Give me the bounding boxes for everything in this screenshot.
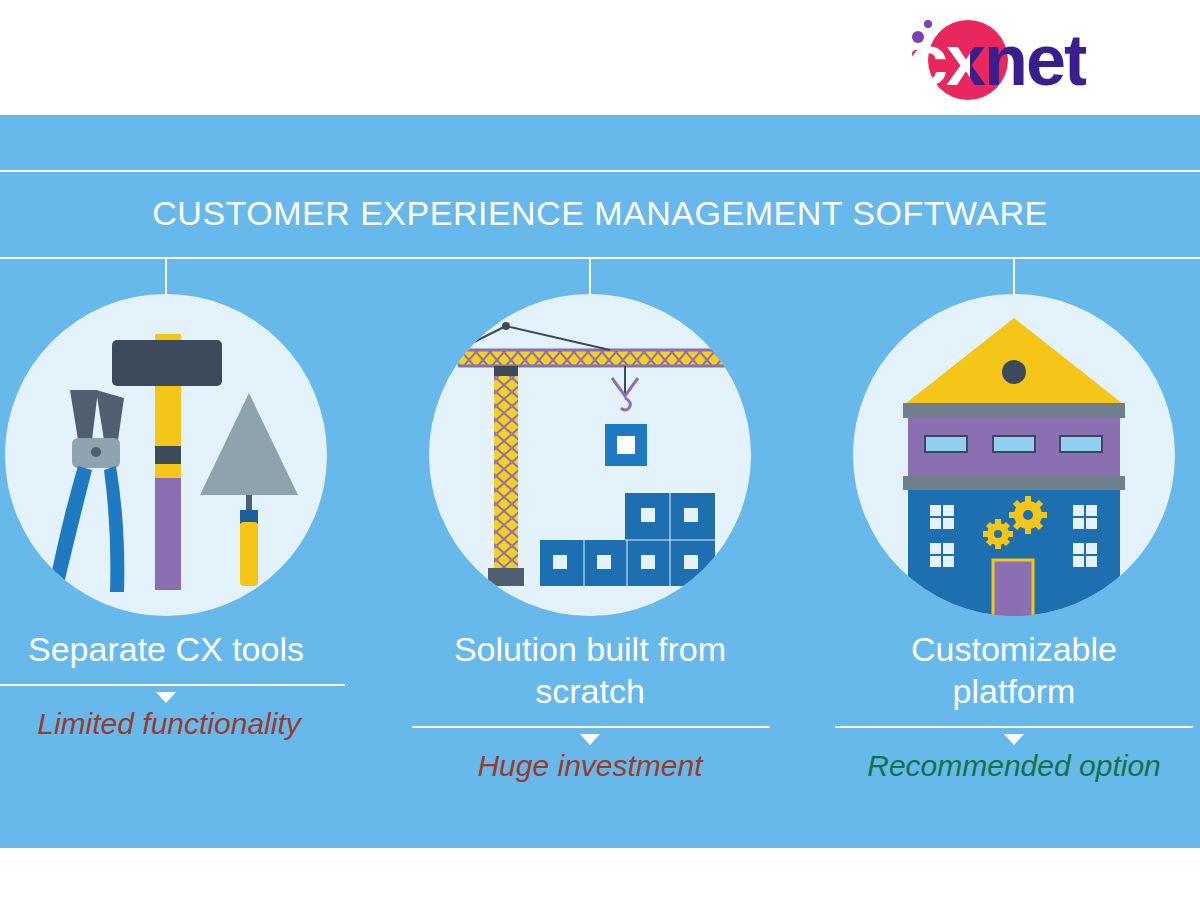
panel xyxy=(0,115,1200,848)
option-label: Solution built from scratch xyxy=(445,628,735,712)
option-label: Customizable platform xyxy=(869,628,1159,712)
tools-icon xyxy=(48,334,298,592)
option-verdict: Huge investment xyxy=(425,748,755,784)
pointer-triangle xyxy=(1004,734,1024,745)
platform-building-icon xyxy=(903,318,1125,620)
pointer-triangle xyxy=(156,692,176,703)
option-verdict: Recommended option xyxy=(849,748,1179,784)
option-node: Customizable platformRecommended option xyxy=(835,628,1193,784)
option-verdict: Limited functionality xyxy=(4,706,334,742)
crane-icon xyxy=(458,322,738,586)
pointer-triangle xyxy=(580,734,600,745)
separator-line xyxy=(412,726,770,728)
option-node: Separate CX toolsLimited functionality xyxy=(0,628,345,742)
option-node: Solution built from scratchHuge investme… xyxy=(412,628,770,784)
diagram-title: CUSTOMER EXPERIENCE MANAGEMENT SOFTWARE xyxy=(0,192,1200,234)
logo-text: cxnet xyxy=(908,18,1086,102)
separator-line xyxy=(0,684,345,686)
option-label: Separate CX tools xyxy=(21,628,311,670)
separator-line xyxy=(835,726,1193,728)
